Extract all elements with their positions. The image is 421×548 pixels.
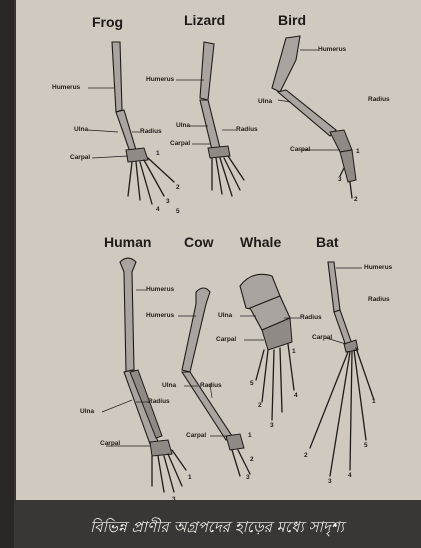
human-humerus-label: Humerus — [146, 286, 174, 293]
bat-digit-1: 1 — [372, 398, 376, 405]
lizard-title: Lizard — [184, 12, 225, 28]
bird-digit-3: 3 — [338, 176, 342, 183]
bat-title: Bat — [316, 234, 339, 250]
whale-digit-4: 4 — [294, 392, 298, 399]
cow-ulna-label: Ulna — [162, 382, 176, 389]
bat-digit-5: 5 — [364, 442, 368, 449]
whale-flipper — [240, 274, 300, 420]
human-title: Human — [104, 234, 151, 250]
frog-digit-5: 5 — [176, 208, 180, 215]
cow-carpal-label: Carpal — [186, 432, 206, 439]
bat-carpal-label: Carpal — [312, 334, 332, 341]
frog-digit-1: 1 — [156, 150, 160, 157]
lizard-radius-label: Radius — [236, 126, 258, 133]
human-digit-1: 1 — [188, 474, 192, 481]
frog-forelimb — [88, 42, 174, 204]
lizard-humerus-label: Humerus — [146, 76, 174, 83]
human-carpal-label: Carpal — [100, 440, 120, 447]
cow-title: Cow — [184, 234, 214, 250]
frog-ulna-label: Ulna — [74, 126, 88, 133]
figure-caption: বিভিন্ন প্রাণীর অগ্রপদের হাড়ের মধ্যে সা… — [90, 516, 344, 541]
human-arm — [102, 258, 186, 492]
frog-radius-label: Radius — [140, 128, 162, 135]
whale-digit-3: 3 — [270, 422, 274, 429]
bird-humerus-label: Humerus — [318, 46, 346, 53]
whale-digit-5: 5 — [250, 380, 254, 387]
frog-title: Frog — [92, 14, 123, 30]
whale-digit-1: 1 — [292, 348, 296, 355]
whale-digit-2: 2 — [258, 402, 262, 409]
lizard-carpal-label: Carpal — [170, 140, 190, 147]
human-ulna-label: Ulna — [80, 408, 94, 415]
cow-digit-2: 2 — [250, 456, 254, 463]
forelimb-bones-illustration — [0, 0, 421, 500]
human-radius-label: Radius — [148, 398, 170, 405]
bird-title: Bird — [278, 12, 306, 28]
bird-wing — [272, 36, 356, 198]
lizard-forelimb — [176, 42, 244, 196]
bat-radius-label: Radius — [368, 296, 390, 303]
frog-digit-4: 4 — [156, 206, 160, 213]
frog-humerus-label: Humerus — [52, 84, 80, 91]
lizard-ulna-label: Ulna — [176, 122, 190, 129]
frog-digit-3: 3 — [166, 198, 170, 205]
bat-humerus-label: Humerus — [364, 264, 392, 271]
bird-digit-2: 2 — [354, 196, 358, 203]
bat-digit-2: 2 — [304, 452, 308, 459]
bat-digit-3: 3 — [328, 478, 332, 485]
whale-ulna-label: Ulna — [218, 312, 232, 319]
cow-digit-1: 1 — [248, 432, 252, 439]
frog-digit-2: 2 — [176, 184, 180, 191]
cow-radius-label: Radius — [200, 382, 222, 389]
bird-ulna-label: Ulna — [258, 98, 272, 105]
whale-carpal-label: Carpal — [216, 336, 236, 343]
whale-radius-label: Radius — [300, 314, 322, 321]
bird-radius-label: Radius — [368, 96, 390, 103]
cow-humerus-label: Humerus — [146, 312, 174, 319]
bird-carpal-label: Carpal — [290, 146, 310, 153]
frog-carpal-label: Carpal — [70, 154, 90, 161]
cow-digit-3: 3 — [246, 474, 250, 481]
bird-digit-1: 1 — [356, 148, 360, 155]
bat-digit-4: 4 — [348, 472, 352, 479]
whale-title: Whale — [240, 234, 281, 250]
